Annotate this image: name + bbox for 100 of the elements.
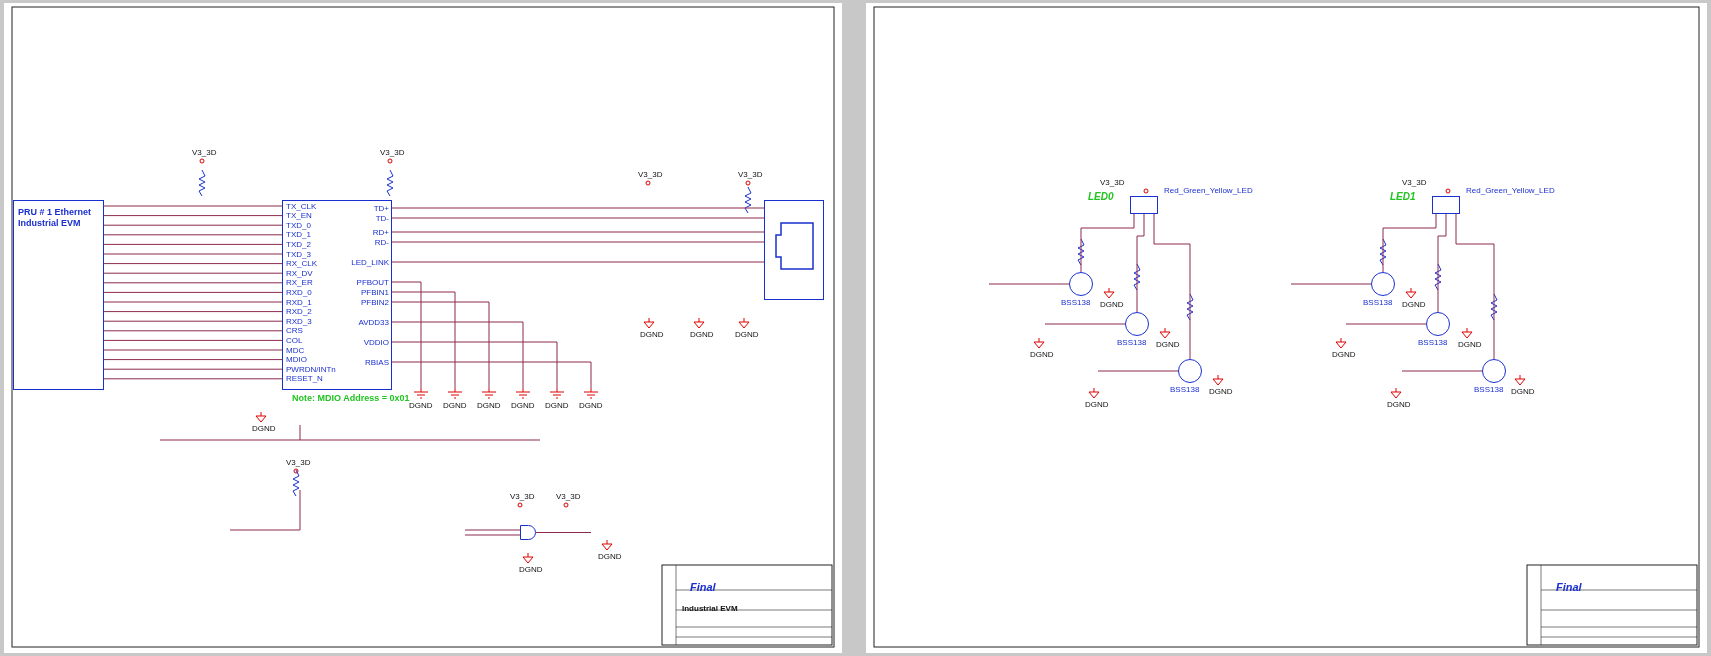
wire bbox=[988, 283, 1070, 285]
wire bbox=[391, 217, 765, 219]
ground-label: DGND bbox=[598, 552, 622, 561]
pin-label: PFBOUT bbox=[356, 277, 389, 287]
pin-label: RBIAS bbox=[365, 357, 389, 367]
wire bbox=[1401, 370, 1483, 372]
ground-label: DGND bbox=[1085, 400, 1109, 409]
wire bbox=[391, 301, 490, 389]
ground-label: DGND bbox=[1332, 350, 1356, 359]
power-label: V3_3D bbox=[286, 458, 311, 467]
wire bbox=[1080, 213, 1135, 273]
power-label: V3_3D bbox=[380, 148, 405, 157]
pin-label: PFBIN1 bbox=[361, 287, 389, 297]
wire bbox=[103, 272, 283, 274]
ground-label: DGND bbox=[690, 330, 714, 339]
ground-label: DGND bbox=[640, 330, 664, 339]
wire bbox=[103, 368, 283, 370]
section-title: LED0 bbox=[1088, 192, 1114, 201]
pin-label: VDDIO bbox=[363, 337, 389, 347]
power-label: V3_3D bbox=[192, 148, 217, 157]
wire bbox=[391, 261, 765, 263]
wire bbox=[103, 234, 283, 236]
ground-label: DGND bbox=[443, 401, 467, 410]
wire bbox=[103, 215, 283, 217]
wire bbox=[1136, 213, 1145, 313]
pin-label: RXD_2 bbox=[286, 307, 312, 317]
pin-label: RXD_0 bbox=[286, 287, 312, 297]
wire bbox=[391, 321, 524, 389]
part-label: BSS138 bbox=[1170, 385, 1200, 394]
wire bbox=[103, 311, 283, 313]
pin-label: RXD_3 bbox=[286, 316, 312, 326]
part-label: BSS138 bbox=[1474, 385, 1504, 394]
ground-label: DGND bbox=[477, 401, 501, 410]
ground-label: DGND bbox=[1100, 300, 1124, 309]
component-title: PRU # 1 Ethernet Industrial EVM bbox=[18, 207, 93, 229]
section-title: LED1 bbox=[1390, 192, 1416, 201]
pin-label: RD- bbox=[374, 237, 389, 247]
part-label: Red_Green_Yellow_LED bbox=[1466, 186, 1555, 195]
part-label: Red_Green_Yellow_LED bbox=[1164, 186, 1253, 195]
ground-label: DGND bbox=[409, 401, 433, 410]
pin-label: RX_CLK bbox=[286, 259, 318, 269]
wire bbox=[535, 532, 592, 533]
wire bbox=[103, 291, 283, 293]
pin-label: CRS bbox=[286, 326, 303, 336]
pin-label: AVDD33 bbox=[358, 317, 389, 327]
ground-label: DGND bbox=[1387, 400, 1411, 409]
wire bbox=[1153, 213, 1191, 360]
wire bbox=[103, 339, 283, 341]
jack-connector bbox=[764, 200, 824, 300]
ground-label: DGND bbox=[511, 401, 535, 410]
pin-label: TX_EN bbox=[286, 211, 312, 221]
ground-label: DGND bbox=[1402, 300, 1426, 309]
pin-label: TX_CLK bbox=[286, 201, 317, 211]
pin-label: TD- bbox=[375, 213, 389, 223]
pin-label: COL bbox=[286, 335, 303, 345]
part-label: BSS138 bbox=[1117, 338, 1147, 347]
wire bbox=[1044, 323, 1126, 325]
pin-label: TD+ bbox=[373, 203, 389, 213]
wire bbox=[103, 359, 283, 361]
ground-label: DGND bbox=[1030, 350, 1054, 359]
wire bbox=[103, 243, 283, 245]
wire bbox=[1097, 370, 1179, 372]
pin-label: TXD_0 bbox=[286, 220, 311, 230]
power-label: V3_3D bbox=[556, 492, 581, 501]
wire bbox=[391, 281, 422, 389]
wire bbox=[1290, 283, 1372, 285]
status-text: Final bbox=[1556, 583, 1582, 592]
status-text: Final bbox=[690, 583, 716, 592]
pin-label: LED_LINK bbox=[351, 257, 389, 267]
wire bbox=[103, 320, 283, 322]
ic-box bbox=[282, 200, 392, 390]
wire bbox=[391, 291, 456, 389]
pin-label: RX_DV bbox=[286, 268, 313, 278]
pin-label: RX_ER bbox=[286, 278, 313, 288]
note-text: Note: MDIO Address = 0x01 bbox=[292, 394, 410, 403]
wire bbox=[391, 231, 765, 233]
ground-label: DGND bbox=[252, 424, 276, 433]
led-package bbox=[1130, 196, 1158, 214]
part-label: BSS138 bbox=[1061, 298, 1091, 307]
ground-label: DGND bbox=[545, 401, 569, 410]
wire bbox=[103, 349, 283, 351]
wire bbox=[103, 378, 283, 380]
wire bbox=[103, 224, 283, 226]
pin-label: TXD_1 bbox=[286, 230, 311, 240]
wire bbox=[103, 263, 283, 265]
power-label: V3_3D bbox=[638, 170, 663, 179]
connector-box bbox=[13, 200, 104, 390]
wire bbox=[1345, 323, 1427, 325]
wire bbox=[1437, 213, 1447, 313]
wire bbox=[391, 341, 558, 389]
wire bbox=[103, 330, 283, 332]
wire bbox=[103, 282, 283, 284]
pin-label: TXD_3 bbox=[286, 249, 311, 259]
wire bbox=[464, 529, 521, 531]
ground-label: DGND bbox=[735, 330, 759, 339]
wire bbox=[391, 241, 765, 243]
pin-label: RESET_N bbox=[286, 374, 323, 384]
pin-label: RXD_1 bbox=[286, 297, 312, 307]
ground-label: DGND bbox=[579, 401, 603, 410]
ground-label: DGND bbox=[1458, 340, 1482, 349]
